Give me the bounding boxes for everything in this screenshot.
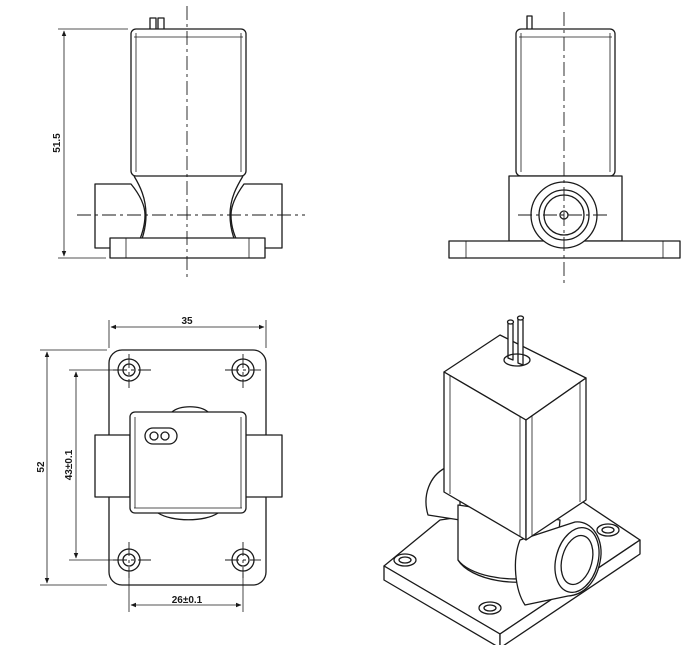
- dim-hole-spacing-horizontal: 26±0.1: [172, 595, 203, 606]
- dim-top-width: 35: [181, 316, 193, 327]
- mounting-hole-top-right: [225, 354, 261, 388]
- mounting-hole-bottom-right: [225, 542, 261, 578]
- front-coil-body: [130, 28, 247, 177]
- iso-lead-wires: [503, 315, 531, 367]
- dim-top-height: 52: [36, 461, 47, 473]
- mounting-hole-bottom-left: [113, 542, 151, 578]
- iso-coil-body: [525, 377, 587, 541]
- isometric-view: [383, 315, 641, 645]
- dim-hole-spacing-vertical: 43±0.1: [64, 449, 75, 480]
- mounting-hole-top-left: [113, 354, 151, 388]
- front-view: 51.5: [52, 6, 305, 278]
- side-view: [448, 12, 681, 285]
- top-view: 35 52 43±0.1 26±0.1: [36, 316, 283, 612]
- dim-front-height: 51.5: [52, 133, 63, 153]
- top-coil-body: [129, 411, 247, 514]
- front-base-plate: [109, 237, 266, 259]
- side-coil-body: [515, 28, 616, 177]
